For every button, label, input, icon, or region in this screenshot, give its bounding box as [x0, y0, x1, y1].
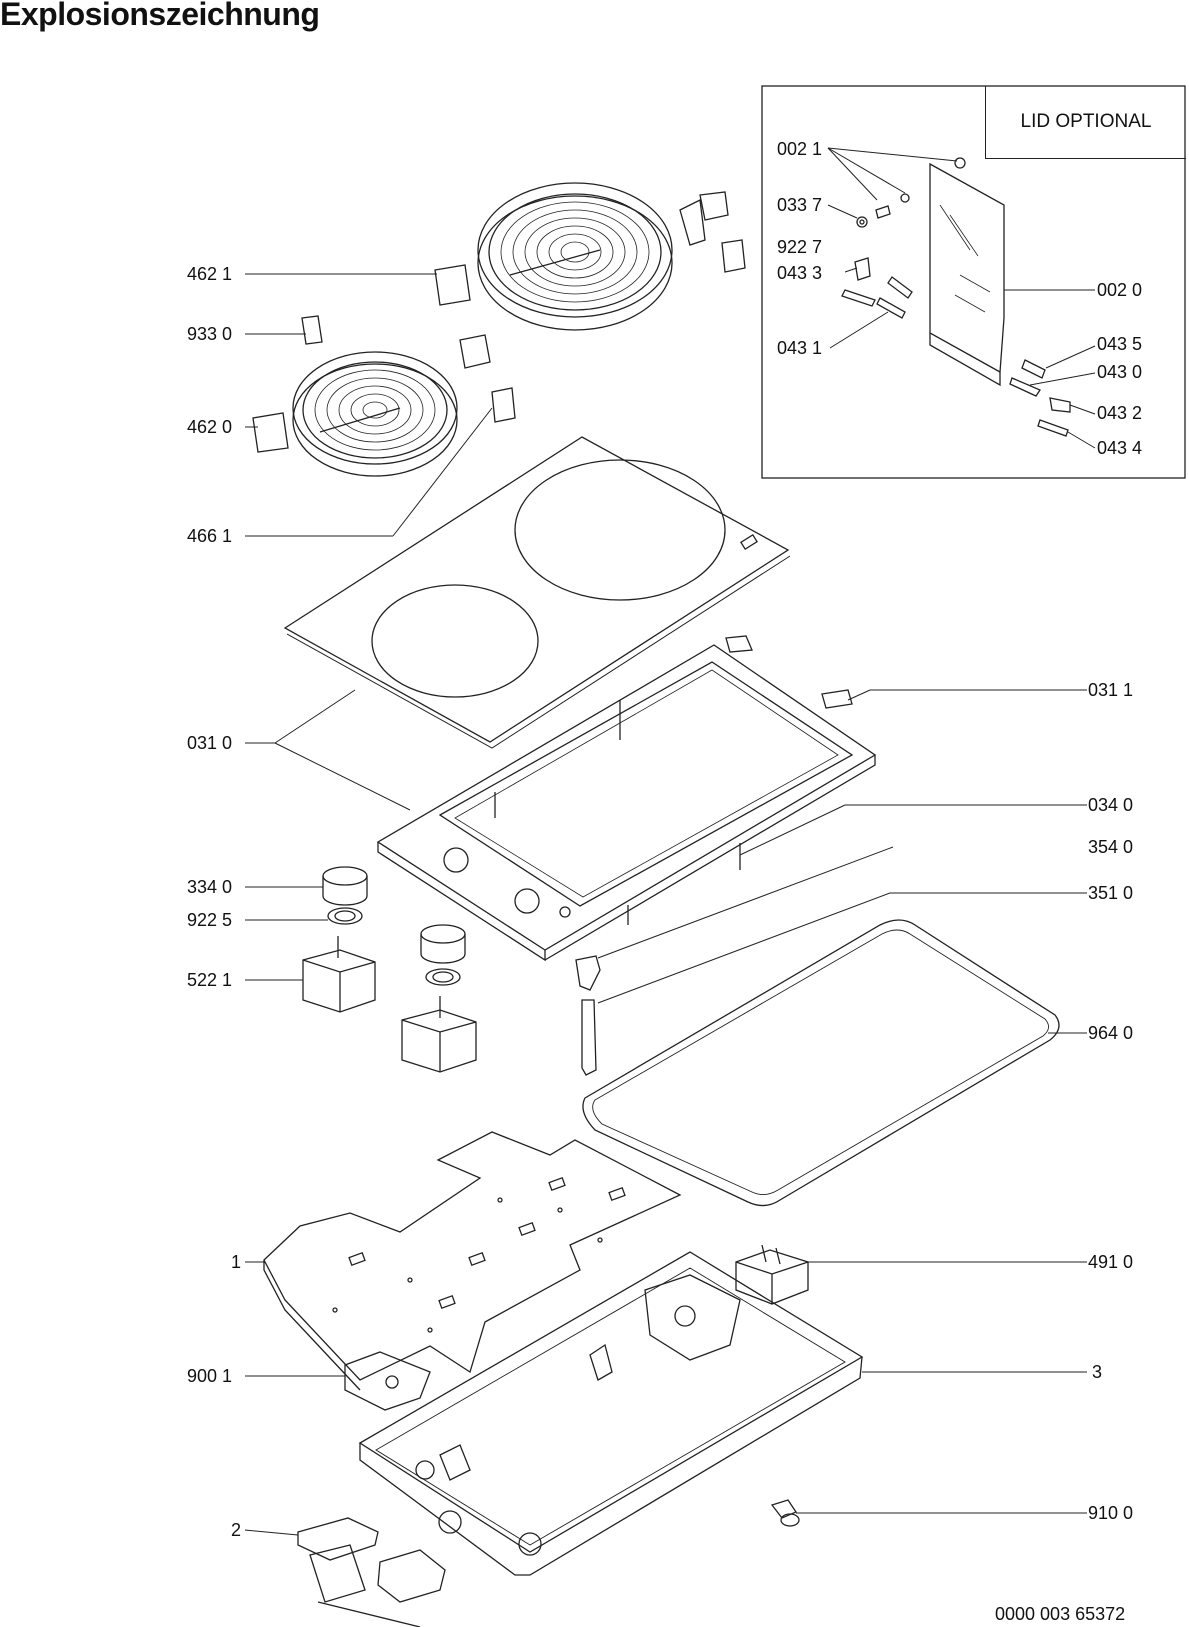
part-label-0435: 043 5 [1097, 334, 1143, 354]
part-label-9640: 964 0 [1088, 1023, 1134, 1043]
document-number: 0000 003 65372 [995, 1604, 1126, 1624]
part-label-4661: 466 1 [187, 526, 233, 546]
page-title: Explosionszeichnung [0, 0, 320, 32]
part-label-9330: 933 0 [187, 324, 233, 344]
part-label-0337: 033 7 [777, 195, 823, 215]
frame-seal [582, 919, 1060, 1207]
terminal-block [735, 1244, 809, 1305]
part-label-3340: 334 0 [187, 877, 233, 897]
lid-hinge-parts [841, 193, 1071, 437]
hob-frame [376, 635, 877, 962]
part-label-0020: 002 0 [1097, 280, 1143, 300]
part-label-4910: 491 0 [1088, 1252, 1134, 1272]
support-plate [263, 1131, 682, 1391]
energy-regulator-left [302, 936, 376, 1013]
knob-right [420, 924, 466, 986]
part-label-5221: 522 1 [187, 970, 233, 990]
hotplate-small [252, 315, 516, 477]
lid-optional-frame [761, 85, 1186, 479]
part-label-0430: 043 0 [1097, 362, 1143, 382]
glass-ceramic-top [283, 436, 791, 749]
indicator-lamp [575, 955, 601, 1076]
cable-clamp [344, 1351, 431, 1411]
part-label-9100: 910 0 [1088, 1503, 1134, 1523]
screw [770, 1499, 800, 1527]
knob-left [322, 866, 368, 925]
part-label-0311: 031 1 [1088, 680, 1134, 700]
lid-optional-caption: LID OPTIONAL [985, 86, 1186, 159]
part-label-4621: 462 1 [187, 264, 233, 284]
part-label-4620: 462 0 [187, 417, 233, 437]
part-label-0431: 043 1 [777, 338, 823, 358]
part-label-0433: 043 3 [777, 263, 823, 283]
mounting-brackets [297, 1517, 446, 1627]
part-label-9227: 922 7 [777, 237, 823, 257]
part-label-9225: 922 5 [187, 910, 233, 930]
lid-glass-panel [929, 157, 1005, 387]
part-label-9001: 900 1 [187, 1366, 233, 1386]
hotplate-large [434, 182, 746, 331]
part-label-0434: 043 4 [1097, 438, 1143, 458]
part-label-1: 1 [231, 1252, 242, 1272]
part-label-0340: 034 0 [1088, 795, 1134, 815]
part-label-0021: 002 1 [777, 139, 823, 159]
part-label-0432: 043 2 [1097, 403, 1143, 423]
part-label-2: 2 [231, 1520, 242, 1540]
part-label-3510: 351 0 [1088, 883, 1134, 903]
part-label-0310: 031 0 [187, 733, 233, 753]
bottom-housing [358, 1251, 864, 1576]
part-label-3540: 354 0 [1088, 837, 1134, 857]
part-label-3: 3 [1092, 1362, 1103, 1382]
energy-regulator-right [401, 996, 477, 1073]
